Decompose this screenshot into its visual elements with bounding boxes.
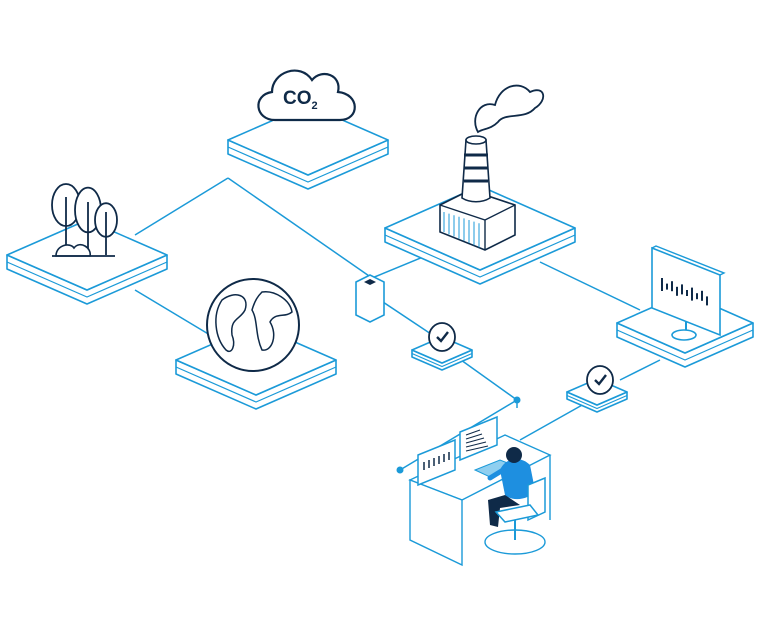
trees-icon	[51, 183, 118, 257]
screen-code	[465, 445, 489, 452]
check-badge-1	[428, 322, 456, 352]
cloud-platform-edge	[227, 146, 389, 183]
monitor-bezel	[651, 245, 726, 276]
chimney	[461, 139, 491, 203]
connector-line	[134, 177, 229, 236]
person-head	[506, 447, 522, 463]
desk-side	[409, 478, 463, 567]
chair-base	[484, 529, 546, 555]
monitor-base	[671, 329, 697, 341]
office-chair	[484, 476, 546, 555]
trees-platform-edge	[6, 261, 168, 298]
connector-node	[513, 396, 521, 404]
factory-platform-edge	[384, 234, 576, 278]
connector-line	[619, 359, 661, 381]
cloud-shape	[257, 69, 356, 122]
cloud-icon	[257, 69, 356, 122]
co2-text: CO	[283, 88, 312, 109]
server-icon	[355, 274, 385, 323]
check-badge-2	[586, 365, 614, 395]
connector-lines	[134, 177, 661, 474]
bush	[55, 243, 91, 257]
person-legs	[488, 495, 520, 527]
connector-line	[539, 261, 641, 311]
check-circle	[586, 365, 614, 395]
chimney-top	[465, 135, 487, 145]
person-arm	[487, 467, 506, 481]
check-mark-icon	[436, 331, 449, 343]
server-body	[355, 274, 385, 323]
screen-code	[465, 433, 483, 440]
co2-label: CO2	[283, 88, 318, 112]
continent	[215, 294, 247, 352]
screen-left	[417, 438, 456, 487]
screen-code	[465, 429, 481, 436]
monitor-platform-edge	[616, 329, 754, 361]
server-led	[364, 279, 376, 285]
factory-icon	[439, 84, 544, 251]
connector-node	[396, 466, 404, 474]
chair-seat	[494, 504, 540, 523]
check-mark-icon	[594, 374, 607, 386]
screen-code	[465, 437, 485, 444]
smoke	[474, 84, 544, 134]
connector-line	[134, 289, 211, 336]
monitor-icon	[651, 245, 726, 341]
screen-right	[459, 415, 498, 462]
check-circle	[428, 322, 456, 352]
globe-icon	[206, 278, 300, 372]
continent	[251, 291, 293, 351]
factory-edges	[439, 204, 516, 250]
co2-subscript: 2	[311, 99, 318, 112]
person	[487, 447, 535, 527]
person-shirt	[500, 458, 535, 500]
globe-platform-edge	[175, 366, 337, 403]
screen-code	[465, 441, 487, 448]
check-platform-2-edge	[566, 394, 628, 410]
check-platform-1-edge	[411, 352, 473, 368]
connector-line	[227, 177, 373, 279]
